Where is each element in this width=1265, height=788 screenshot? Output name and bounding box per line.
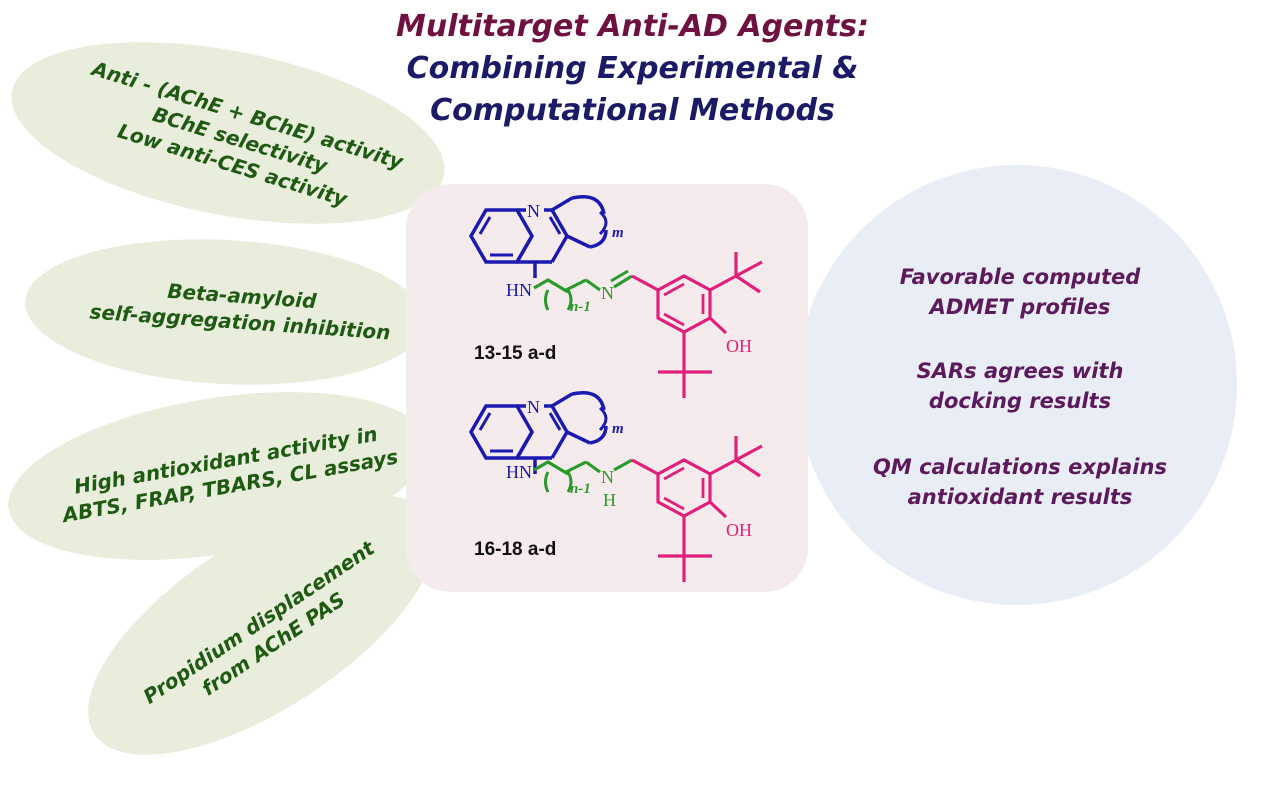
circle-item-1: Favorable computed ADMET profiles (820, 262, 1220, 322)
atom-oh-top: OH (726, 336, 752, 356)
compound-label-bottom: 16-18 a-d (474, 539, 557, 560)
leaf-1 (11, 42, 445, 224)
circle-item-2: SARs agrees with docking results (820, 356, 1220, 416)
compound-label-top: 13-15 a-d (474, 343, 557, 364)
title-line-2: Combining Experimental & (406, 51, 859, 86)
circle-item-2-line-1: SARs agrees with (916, 359, 1124, 383)
circle-item-3-line-2: antioxidant results (907, 485, 1133, 509)
atom-n-bottom: N (527, 397, 540, 417)
circle-item-3: QM calculations explains antioxidant res… (820, 452, 1220, 512)
circle-item-1-line-2: ADMET profiles (929, 295, 1111, 319)
atom-oh-bottom: OH (726, 520, 752, 540)
atom-n-minus-1-bottom: n-1 (570, 481, 591, 497)
atom-m-bottom: m (612, 421, 624, 437)
title-line-1: Multitarget Anti-AD Agents: (396, 9, 869, 44)
atom-n-minus-1-top: n-1 (570, 299, 591, 315)
circle-item-2-line-2: docking results (928, 389, 1112, 413)
atom-hn-bottom: HN (506, 462, 532, 482)
leaf-2 (25, 239, 425, 385)
atom-n-top: N (527, 201, 540, 221)
atom-hn-top: HN (506, 280, 532, 300)
atom-m-top: m (612, 225, 624, 241)
center-panel (406, 184, 808, 592)
leaf-4 (88, 495, 436, 755)
circle-item-3-line-1: QM calculations explains (873, 455, 1167, 479)
circle-item-1-line-1: Favorable computed (899, 265, 1141, 289)
atom-amine-n: N (601, 467, 614, 487)
results-circle (797, 165, 1237, 605)
atom-amine-h: H (603, 490, 616, 510)
title-line-3: Computational Methods (430, 93, 835, 128)
atom-imine-n: N (601, 283, 614, 303)
